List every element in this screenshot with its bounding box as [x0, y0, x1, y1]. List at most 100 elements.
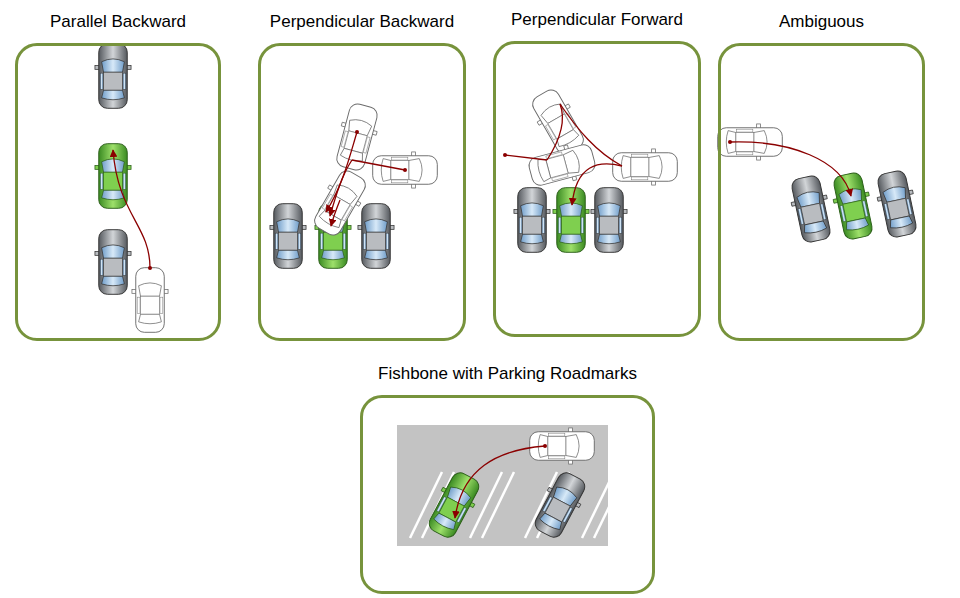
- windshield: [102, 245, 125, 258]
- start-point: [503, 153, 507, 157]
- windshield: [102, 159, 125, 172]
- side-window: [160, 297, 163, 313]
- rear-window: [139, 314, 162, 324]
- trajectory: [113, 150, 150, 268]
- start-point: [403, 168, 407, 172]
- rear-window: [521, 234, 544, 244]
- trajectory: [560, 104, 622, 166]
- windshield: [566, 435, 579, 458]
- side-window: [737, 152, 753, 155]
- trajectory: [330, 160, 352, 216]
- side-window: [549, 456, 565, 459]
- ghost-car: [308, 166, 372, 240]
- side-window: [737, 129, 753, 132]
- side-window: [386, 233, 389, 249]
- car-body: [136, 268, 165, 333]
- car-body: [99, 44, 128, 109]
- rear-window: [560, 234, 583, 244]
- side-window: [343, 233, 346, 249]
- car-body: [876, 169, 917, 238]
- scenario-panel: Parallel Backward: [15, 12, 221, 341]
- car-body: [832, 171, 873, 240]
- gray-car: [787, 174, 836, 245]
- roof: [141, 296, 160, 314]
- panel-border: [493, 41, 701, 337]
- rear-window: [381, 159, 391, 182]
- side-window: [563, 507, 573, 523]
- car-body: [274, 204, 303, 269]
- side-window: [123, 73, 126, 89]
- roof: [279, 232, 298, 250]
- windshield: [139, 283, 162, 296]
- start-point: [355, 130, 359, 134]
- panel-title: Perpendicular Backward: [270, 12, 454, 32]
- side-window: [565, 113, 576, 128]
- side-window: [123, 259, 126, 275]
- side-window: [820, 204, 826, 220]
- side-window: [840, 205, 846, 221]
- rear-window: [539, 512, 564, 531]
- ghost-car: [132, 268, 168, 333]
- green-car: [829, 171, 878, 242]
- side-window: [341, 131, 348, 147]
- side-window: [862, 201, 868, 217]
- ghost-car: [526, 139, 598, 191]
- rear-window: [845, 218, 869, 232]
- side-window: [596, 217, 599, 233]
- car-body: [532, 470, 587, 540]
- windshield: [560, 203, 583, 216]
- parking-stripe: [482, 472, 514, 538]
- windshield: [598, 203, 621, 216]
- side-window: [363, 137, 370, 153]
- car-body: [373, 156, 438, 185]
- panel-border: [15, 43, 221, 341]
- side-window: [342, 206, 353, 221]
- roof: [562, 216, 581, 234]
- rear-window: [102, 276, 125, 286]
- gray-car: [873, 169, 922, 240]
- car-body: [312, 168, 369, 238]
- ghost-car: [613, 149, 678, 185]
- panel-title: Perpendicular Forward: [511, 10, 683, 30]
- panel-border: [360, 395, 655, 594]
- side-window: [457, 507, 467, 523]
- green-car: [423, 468, 485, 542]
- side-window: [436, 496, 446, 512]
- side-window: [581, 217, 584, 233]
- car-body: [99, 230, 128, 295]
- panel-border: [718, 43, 925, 341]
- gray-car: [95, 44, 131, 109]
- gray-car: [358, 204, 394, 269]
- start-point: [728, 140, 732, 144]
- roof: [631, 158, 649, 177]
- start-point: [543, 444, 547, 448]
- gray-car: [95, 230, 131, 295]
- windshield: [521, 203, 544, 216]
- windshield: [277, 219, 300, 232]
- roof: [523, 216, 542, 234]
- panel-title: Ambiguous: [779, 12, 864, 32]
- trajectory: [547, 104, 562, 160]
- side-window: [320, 233, 323, 249]
- ghost-car: [373, 152, 438, 188]
- trajectories: [113, 104, 851, 518]
- trajectory: [326, 132, 357, 212]
- gray-car: [270, 204, 306, 269]
- side-window: [542, 217, 545, 233]
- side-window: [632, 154, 648, 157]
- windshield: [649, 156, 662, 179]
- side-window: [100, 73, 103, 89]
- car-body: [790, 174, 831, 243]
- trajectory: [505, 155, 547, 160]
- trajectory: [572, 164, 622, 205]
- side-window: [545, 125, 556, 140]
- rear-window: [803, 221, 827, 235]
- side-window: [542, 496, 552, 512]
- side-window: [100, 259, 103, 275]
- side-window: [100, 173, 103, 189]
- side-window: [137, 297, 140, 313]
- car-body: [527, 143, 597, 187]
- parking-lot: [397, 425, 608, 546]
- gray-car: [591, 188, 627, 253]
- side-window: [519, 217, 522, 233]
